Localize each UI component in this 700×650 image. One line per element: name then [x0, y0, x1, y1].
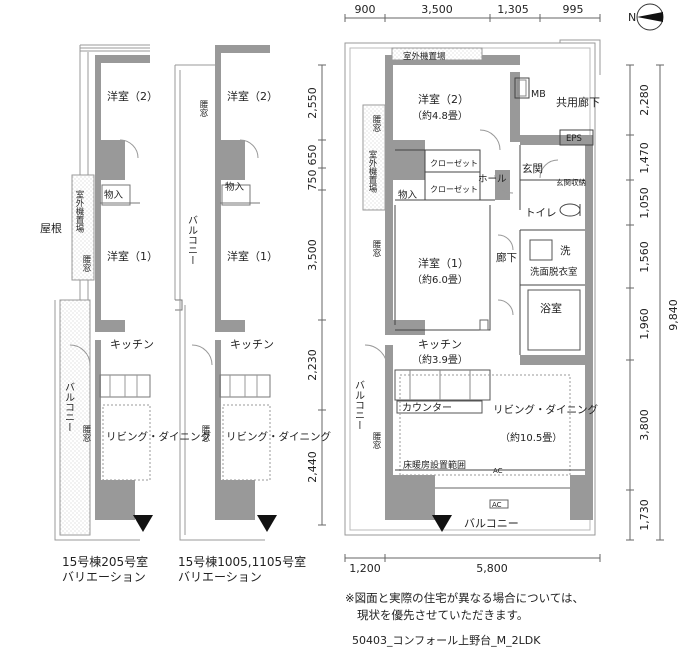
b-western1: 洋室（1） [227, 249, 278, 263]
a-outdoor-unit: 室外機置場 [74, 189, 84, 233]
dim-bottom-2: 5,800 [476, 562, 508, 575]
m-koshimado1: 腰窓 [371, 115, 381, 132]
m-western2: 洋室（2） [418, 92, 469, 106]
dim-right-4: 1,560 [638, 241, 651, 273]
m-floor-heating: 床暖房設置範囲 [403, 459, 466, 471]
a-balcony: バルコニー [63, 382, 75, 432]
m-living: リビング・ダイニング [493, 403, 598, 416]
m-western1-size: （約6.0畳） [412, 273, 468, 286]
m-wash: 洗 [560, 245, 571, 257]
m-hall: ホール [478, 174, 507, 185]
dim-left-1: 2,550 [306, 87, 319, 119]
m-entrance: 玄関 [522, 162, 543, 175]
dim-right-total: 9,840 [667, 299, 680, 331]
dim-left-6: 2,440 [306, 451, 319, 483]
variant-a-caption: 15号棟205号室 バリエーション [62, 555, 148, 585]
a-koshimado2: 腰窓 [81, 425, 91, 442]
m-kitchen-size: （約3.9畳） [412, 353, 468, 366]
b-balcony: バルコニー [186, 215, 198, 265]
variant-a-plan [54, 44, 153, 541]
m-living-size: （約10.5畳） [500, 431, 562, 444]
m-corridor-common: 共用廊下 [556, 95, 600, 109]
variant-b-caption-line1: 15号棟1005,1105号室 [178, 555, 307, 569]
a-western1: 洋室（1） [107, 249, 158, 263]
a-western2: 洋室（2） [107, 89, 158, 103]
variant-b-caption: 15号棟1005,1105号室 バリエーション [178, 555, 306, 585]
m-koshimado2: 腰窓 [371, 240, 381, 257]
a-kitchen: キッチン [110, 338, 154, 351]
variant-b-plan [174, 45, 277, 541]
variant-a-caption-line2: バリエーション [62, 570, 146, 584]
dim-top-2: 3,500 [421, 3, 453, 16]
b-western2: 洋室（2） [227, 89, 278, 103]
m-koshimado3: 腰窓 [371, 432, 381, 449]
m-corridor: 廊下 [496, 251, 517, 264]
m-ac1: AC [493, 467, 503, 475]
disclaimer-line2: 現状を優先させていただきます。 [357, 608, 529, 622]
m-ac2: AC [492, 501, 502, 509]
main-plan [318, 14, 664, 562]
dim-left-4: 3,500 [306, 239, 319, 271]
dim-top-1: 900 [355, 3, 376, 16]
m-eps: EPS [566, 134, 582, 144]
a-koshimado1: 腰窓 [81, 255, 91, 272]
footer-code: 50403_コンフォール上野台_M_2LDK [352, 634, 541, 647]
m-western1: 洋室（1） [418, 256, 469, 270]
m-closet2: クローゼット [430, 184, 478, 194]
m-kitchen: キッチン [418, 338, 462, 351]
a-living: リビング・ダイニング [106, 430, 211, 443]
variant-b-caption-line2: バリエーション [178, 570, 262, 584]
m-closet1: クローゼット [430, 158, 478, 168]
m-washroom: 洗面脱衣室 [530, 266, 578, 278]
m-entrance-storage: 玄関収納 [556, 177, 586, 187]
a-storage: 物入 [104, 189, 124, 201]
north-label: N [628, 11, 636, 24]
variant-a-caption-line1: 15号棟205号室 [62, 555, 149, 569]
m-balcony-bottom: バルコニー [464, 517, 519, 530]
disclaimer-line1: ※図面と実際の住宅が異なる場合については、 [345, 591, 585, 605]
m-balcony-side: バルコニー [353, 380, 365, 430]
dim-top-4: 995 [563, 3, 584, 16]
dim-right-1: 2,280 [638, 84, 651, 116]
m-outdoor-unit-side: 室外機置場 [367, 149, 377, 193]
dim-left-3: 750 [306, 170, 319, 191]
dim-left-2: 650 [306, 145, 319, 166]
dim-top-3: 1,305 [497, 3, 529, 16]
dim-left-5: 2,230 [306, 349, 319, 381]
dim-right-2: 1,470 [638, 142, 651, 174]
m-western2-size: （約4.8畳） [412, 109, 468, 122]
m-mb: MB [531, 89, 546, 100]
a-rooftop: 屋根 [40, 221, 62, 235]
b-kitchen: キッチン [230, 338, 274, 351]
m-bath: 浴室 [540, 301, 562, 315]
b-koshimado-top: 腰窓 [198, 100, 208, 117]
dim-right-5: 1,960 [638, 308, 651, 340]
b-living: リビング・ダイニング [226, 430, 331, 443]
disclaimer-note: ※図面と実際の住宅が異なる場合については、 現状を優先させていただきます。 [345, 590, 584, 624]
dim-right-7: 1,730 [638, 499, 651, 531]
dim-right-3: 1,050 [638, 187, 651, 219]
m-counter: カウンター [402, 402, 452, 414]
north-compass [636, 3, 664, 31]
dim-bottom-1: 1,200 [349, 562, 381, 575]
dim-right-6: 3,800 [638, 409, 651, 441]
m-storage: 物入 [398, 189, 418, 201]
m-toilet: トイレ [525, 207, 557, 219]
b-storage: 物入 [225, 181, 245, 193]
b-koshimado: 腰窓 [200, 425, 210, 442]
m-outdoor-unit-top: 室外機置場 [403, 51, 446, 62]
